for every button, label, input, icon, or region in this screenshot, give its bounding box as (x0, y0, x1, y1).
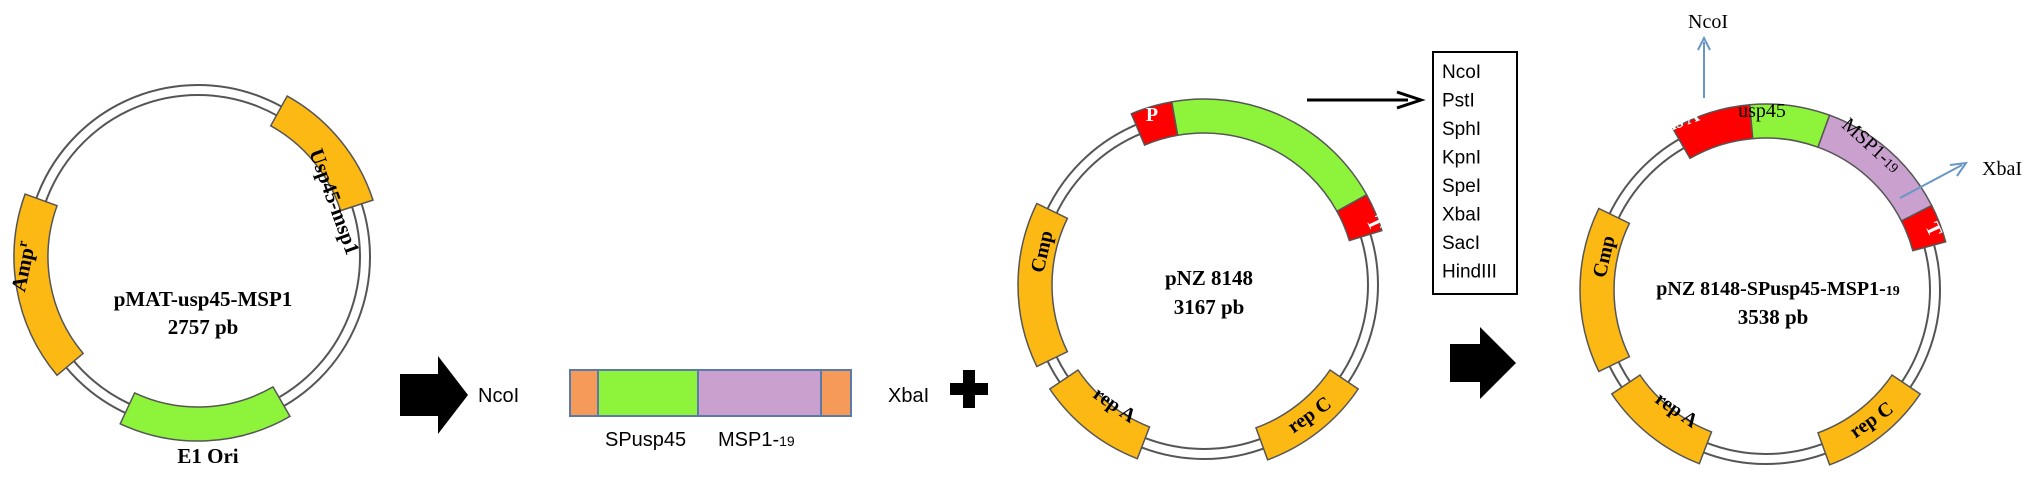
insert-fragment: SPusp45 MSP1-19 XbaI (569, 369, 929, 451)
insert-spusp45-block (597, 369, 699, 417)
plasmid2-terminator-segment (1335, 193, 1383, 242)
mcs-pointer-arrowhead-icon (1396, 90, 1426, 110)
mcs-item: SacI (1442, 233, 1480, 254)
mcs-item: NcoI (1442, 62, 1481, 83)
block-arrow-1-icon (400, 356, 468, 434)
mcs-items: NcoI PstI SphI KpnI SpeI XbaI SacI HindIII (1442, 62, 1497, 283)
plasmid3-cmp-segment (1579, 207, 1631, 373)
mcs-item: SphI (1442, 119, 1481, 140)
plasmid-pmat: Ampr Usp45-msp1 E1 Ori pMAT-usp45-MSP1 2… (6, 84, 374, 468)
insert-msp1-label: MSP1-19 (718, 429, 795, 451)
plasmid2-rep-c-segment (1255, 368, 1360, 461)
plasmid2-rep-a-segment (1048, 368, 1151, 460)
insert-left-site (569, 369, 599, 417)
plasmid3-xbai-label: XbaI (1982, 158, 2022, 180)
plasmid2-cmp-segment (1017, 202, 1069, 368)
mcs-item: XbaI (1442, 205, 1481, 226)
plasmid1-e1-ori-label: E1 Ori (177, 444, 238, 468)
insert-right-site (820, 369, 852, 417)
plasmid3-name: pNZ 8148-SPusp45-MSP1-19 (1656, 278, 1899, 300)
plasmid2-promoter-segment (1130, 100, 1179, 147)
insert-xbai-label: XbaI (888, 385, 929, 407)
plasmid1-e1-ori-segment (119, 385, 292, 442)
insert-spusp45-label: SPusp45 (605, 429, 686, 451)
plasmid1-size: 2757 pb (168, 315, 239, 339)
arrow1-enzyme-label: NcoI (478, 385, 519, 407)
mcs-item: SpeI (1442, 176, 1481, 197)
plasmid3-xbai-arrowhead-icon (1949, 161, 1969, 177)
mcs-pointer (1307, 90, 1426, 110)
plasmid-pnz8148: P T Cmp rep A rep C pNZ 8148 3167 pb (1017, 98, 1388, 461)
mcs-box-frame (1432, 51, 1518, 295)
plasmid2-name: pNZ 8148 (1165, 266, 1253, 290)
plasmid2-size: 3167 pb (1174, 295, 1245, 319)
mcs-list-box: NcoI PstI SphI KpnI SpeI XbaI SacI HindIII (1432, 51, 1518, 295)
mcs-item: HindIII (1442, 262, 1497, 283)
plasmid3-size: 3538 pb (1738, 305, 1809, 329)
plasmid3-usp45-label: usp45 (1738, 100, 1786, 122)
plus-icon (950, 370, 988, 408)
plasmid3-ncoi-arrowhead-icon (1697, 35, 1711, 51)
mcs-item: PstI (1442, 91, 1475, 112)
block-arrow-2-icon (1450, 327, 1516, 399)
plasmid2-green-mcs-segment (1170, 98, 1368, 213)
plasmid3-xbai-pointer-line (1899, 164, 1963, 199)
plasmid3-rep-a-segment (1610, 373, 1713, 465)
plasmid1-usp45-msp1-segment (269, 95, 374, 212)
plasmid3-terminator-segment (1900, 204, 1947, 252)
plasmid1-name: pMAT-usp45-MSP1 (114, 287, 293, 311)
plasmid3-msp1-segment (1817, 114, 1933, 223)
plasmid3-ncoi-label: NcoI (1688, 11, 1728, 33)
insert-msp1-block (697, 369, 822, 417)
plasmid1-amp-segment (13, 193, 85, 377)
plasmid2-promoter-label: P (1146, 104, 1158, 126)
digest-arrow-1: NcoI (400, 356, 519, 434)
plasmid-pnz8148-spusp45-msp1: Pnis A usp45 MSP1-19 T Cmp rep A rep C p… (1579, 11, 2022, 466)
mcs-item: KpnI (1442, 148, 1481, 169)
plasmid3-rep-c-segment (1817, 373, 1922, 466)
